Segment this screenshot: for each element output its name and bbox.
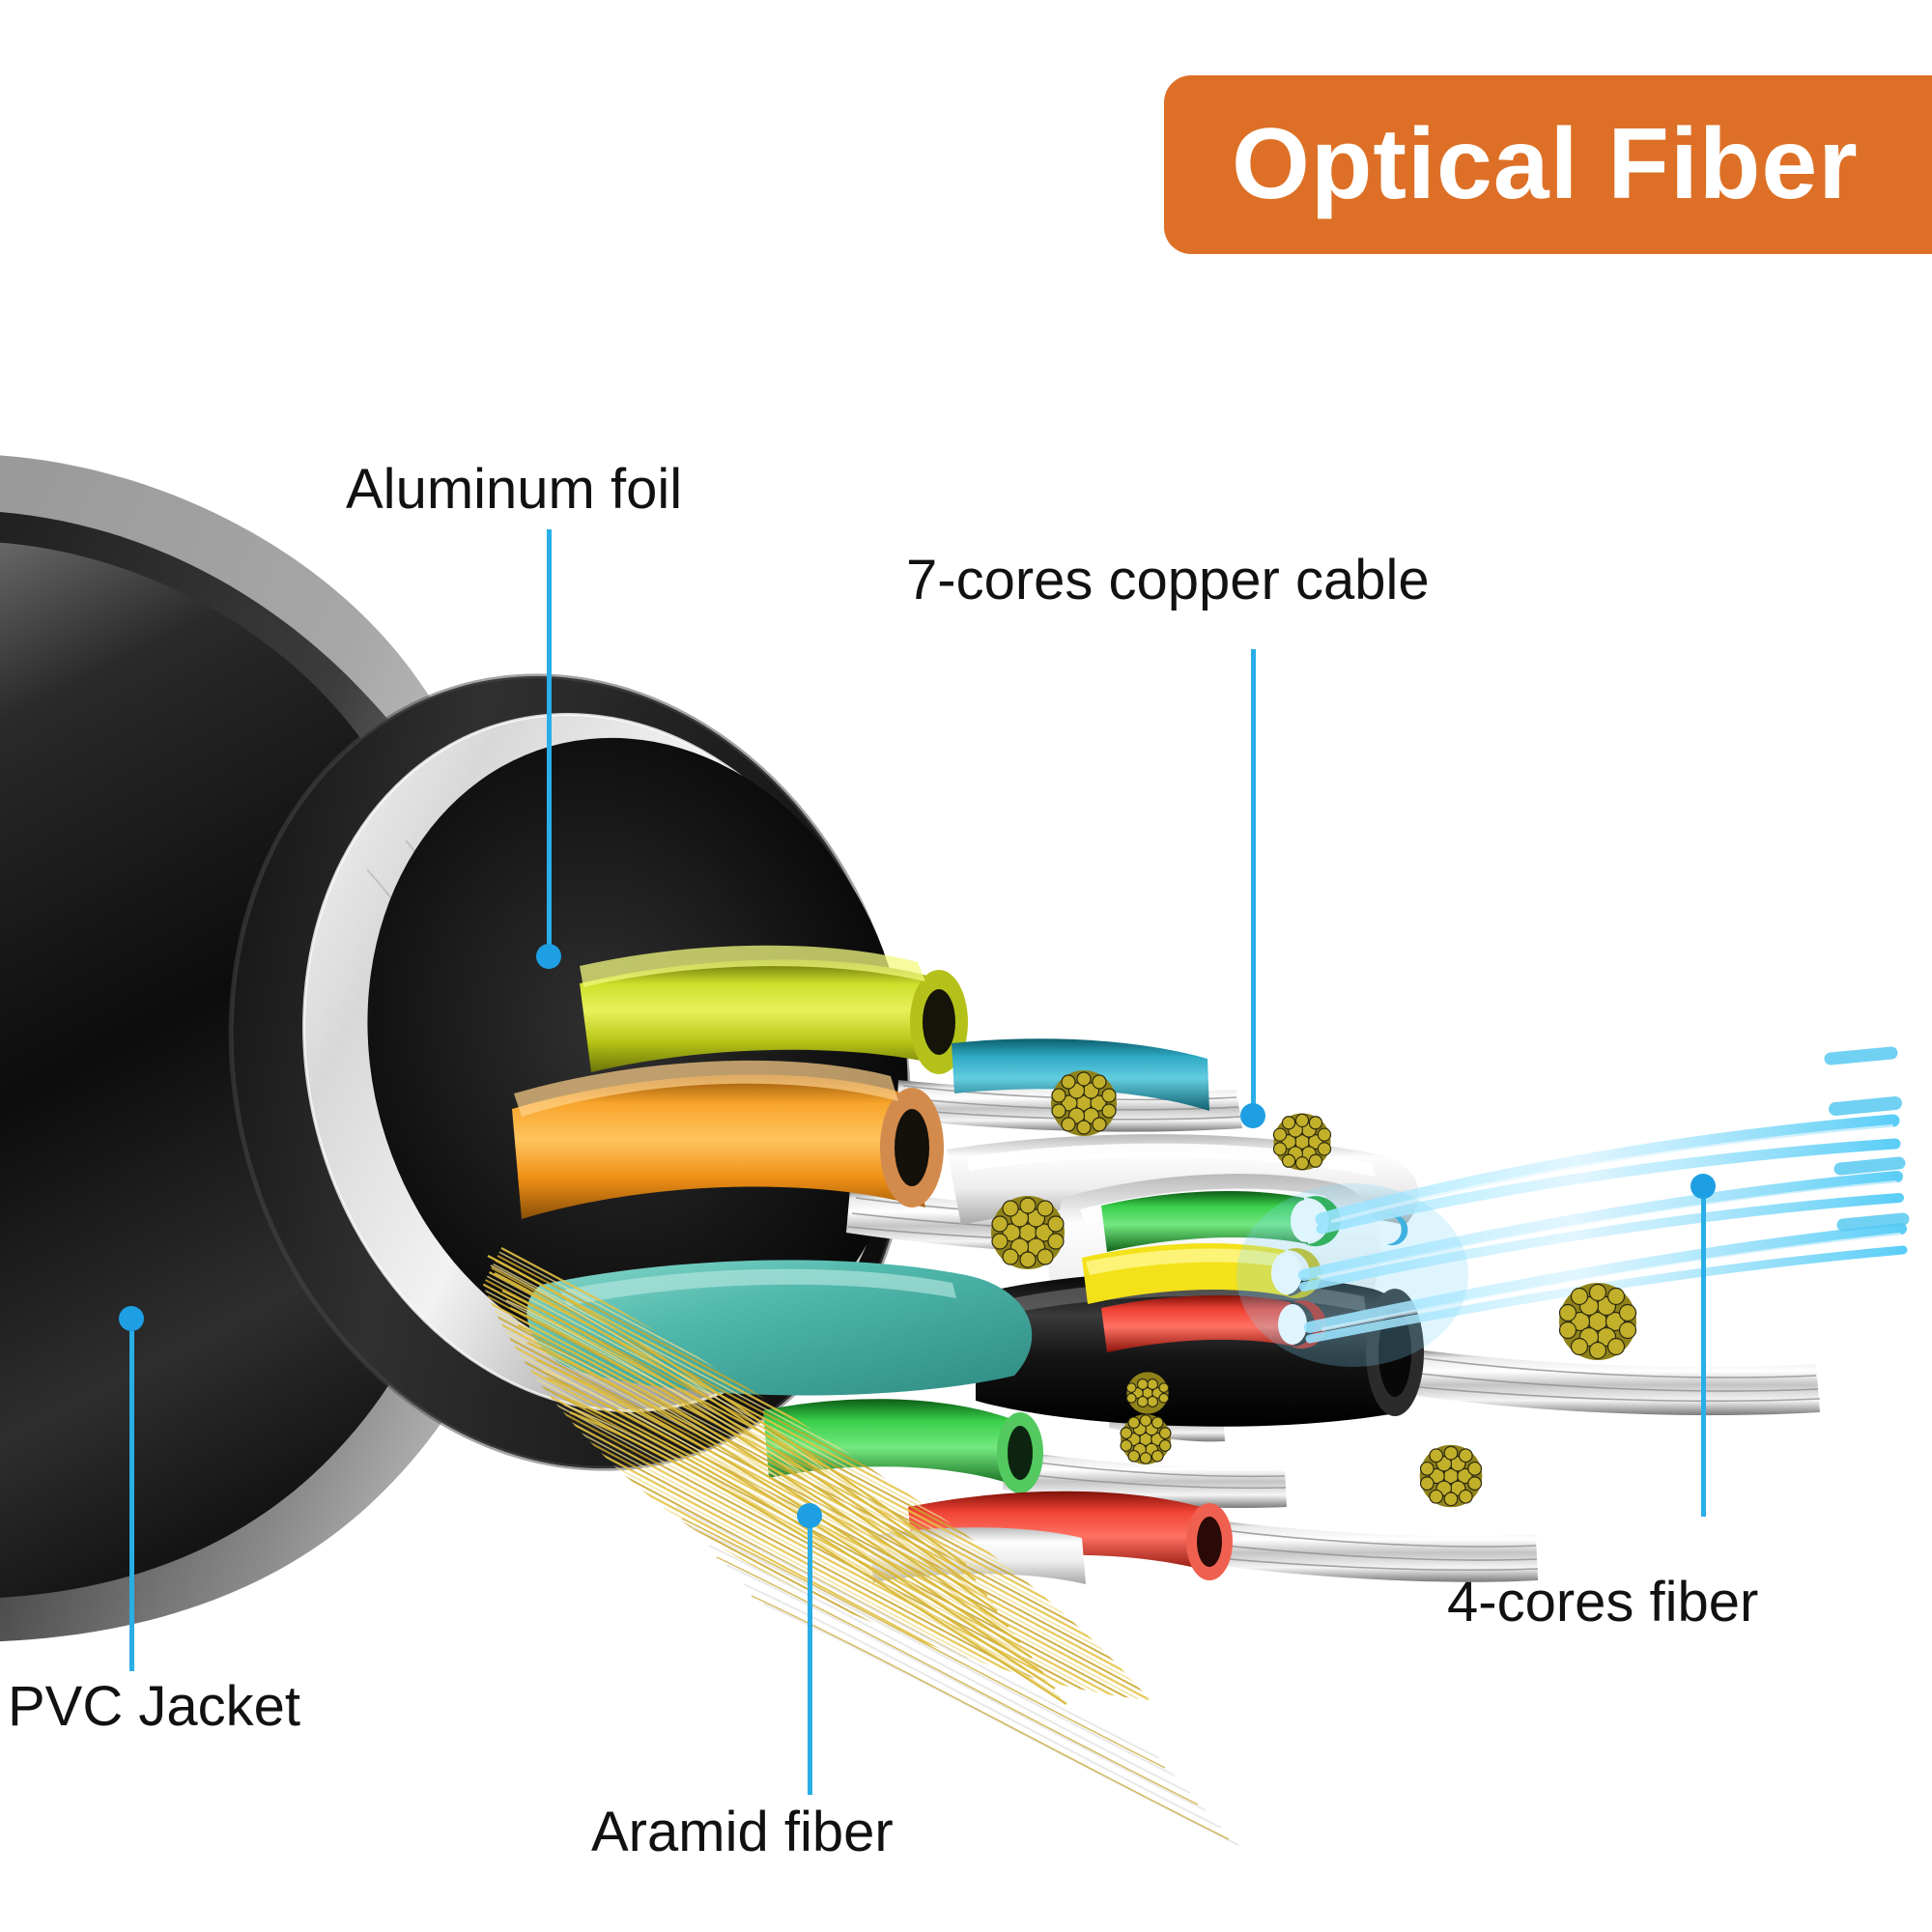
optical-fiber-badge: Optical Fiber <box>1164 75 1932 254</box>
cross-section-green-lower <box>1120 1414 1172 1464</box>
leader-dot-aramid-fiber <box>797 1503 822 1528</box>
leader-line-pvc-jacket <box>129 1331 134 1671</box>
red-tube <box>1101 1294 1326 1352</box>
conductor-red <box>1184 1517 1539 1582</box>
cross-section-yellowgreen <box>1051 1070 1117 1136</box>
leader-line-seven-cores-copper <box>1251 649 1256 1117</box>
yellow-green-wire <box>580 945 968 1074</box>
callout-label-pvc-jacket: PVC Jacket <box>8 1675 300 1738</box>
leader-dot-pvc-jacket <box>119 1306 144 1331</box>
leader-dot-four-cores-fiber <box>1690 1174 1716 1199</box>
blue-tube <box>1386 1214 1408 1246</box>
fiber-tubes <box>1082 1191 1408 1352</box>
badge-label: Optical Fiber <box>1232 108 1859 220</box>
callout-label-seven-cores-copper: 7-cores copper cable <box>906 549 1430 611</box>
leader-line-four-cores-fiber <box>1701 1198 1706 1517</box>
callout-label-four-cores-fiber: 4-cores fiber <box>1447 1571 1759 1634</box>
green-tube <box>1101 1191 1341 1252</box>
leader-line-aramid-fiber <box>808 1524 812 1795</box>
leader-dot-aluminum-foil <box>536 944 561 969</box>
conductor-black <box>1397 1348 1821 1416</box>
orange-wire <box>512 1060 944 1219</box>
leader-line-aluminum-foil <box>547 529 552 954</box>
cross-section-black <box>1558 1283 1637 1360</box>
leader-dot-seven-cores-copper <box>1240 1103 1265 1128</box>
insulated-wires <box>512 945 1424 1584</box>
optical-fiber-strands <box>1236 1046 1910 1367</box>
callout-label-aluminum-foil: Aluminum foil <box>346 458 683 521</box>
callout-label-aramid-fiber: Aramid fiber <box>591 1801 894 1863</box>
yellow-tube <box>1082 1243 1321 1304</box>
cross-section-teal-upper <box>1272 1113 1332 1171</box>
conductor-cross-sections <box>991 1070 1637 1508</box>
cross-section-left-lower <box>1125 1372 1170 1414</box>
cross-section-orange <box>991 1196 1065 1269</box>
cross-section-red-lower <box>1419 1444 1483 1508</box>
